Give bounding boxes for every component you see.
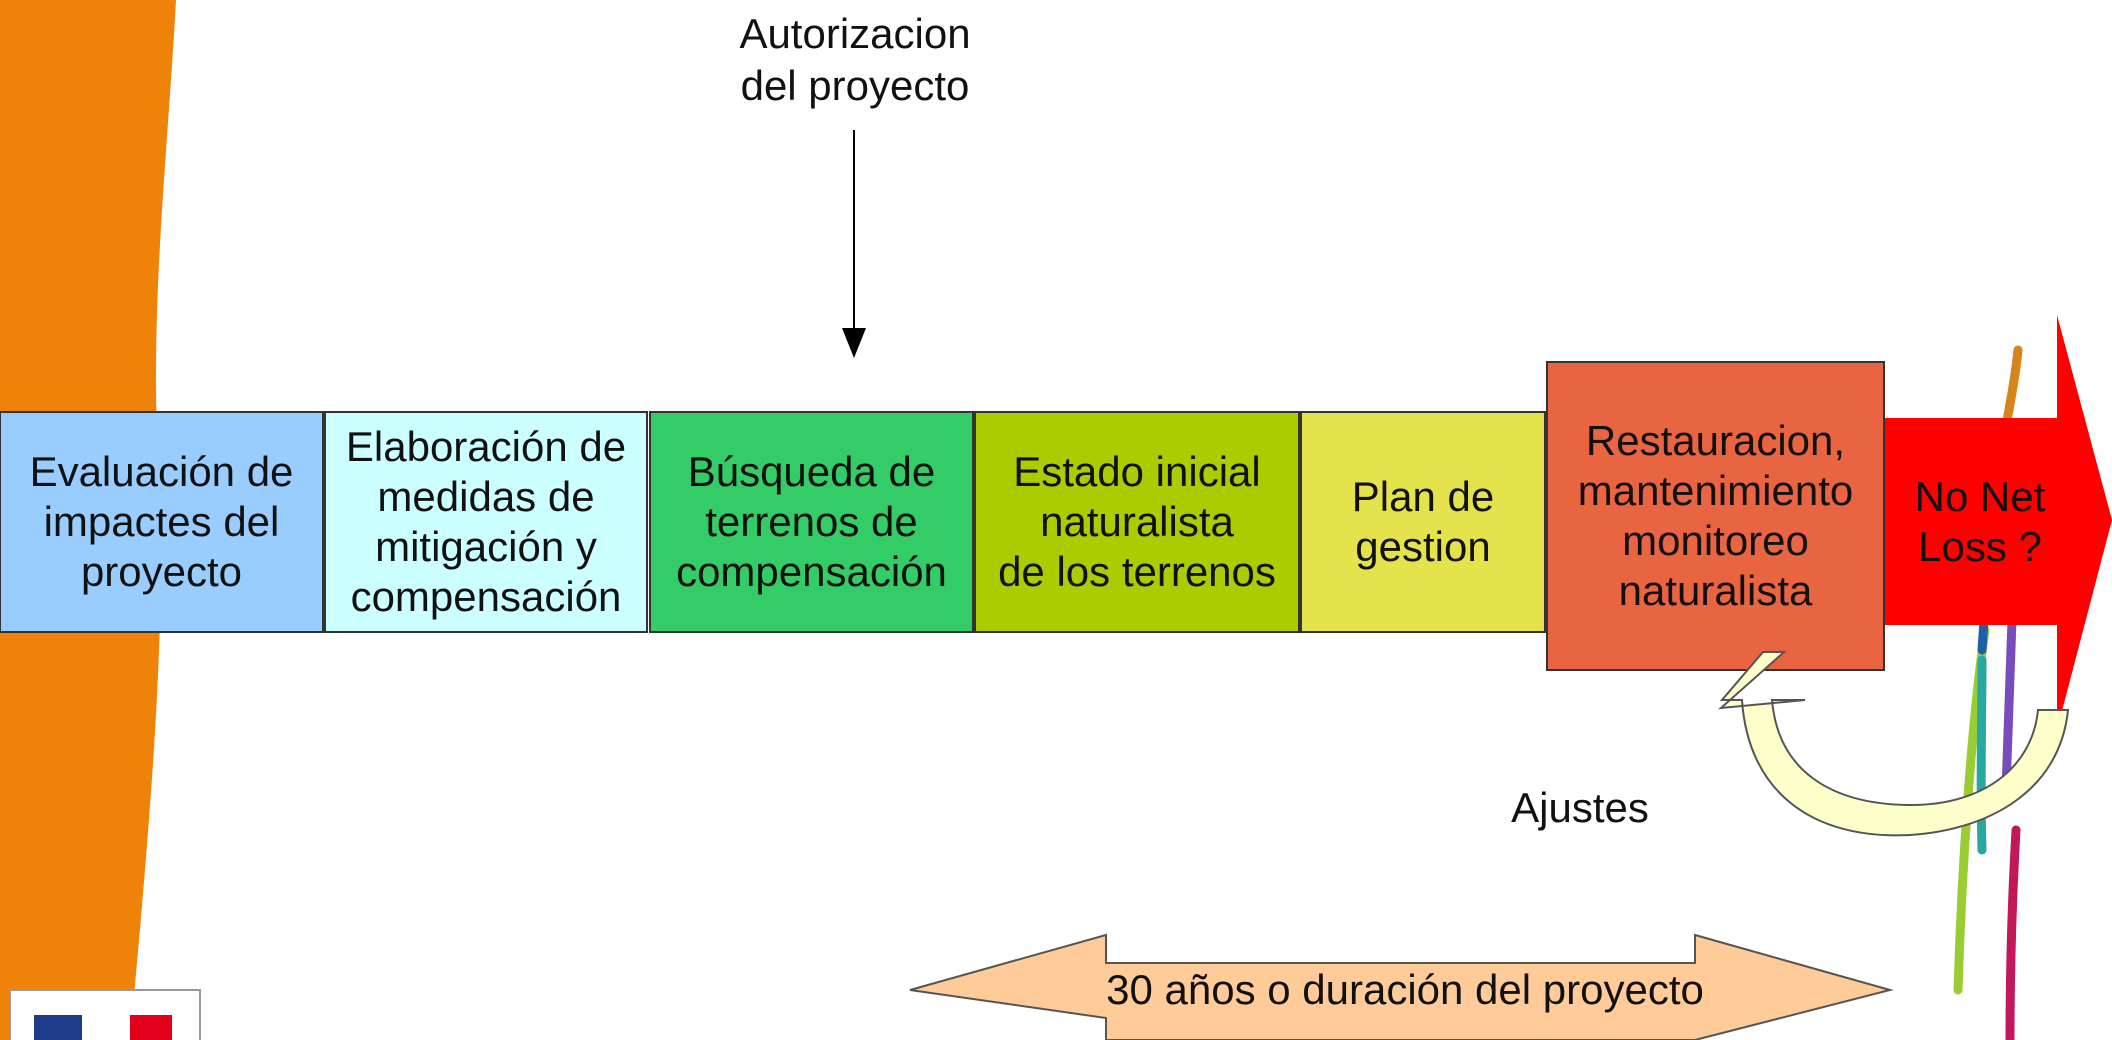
authorization-arrow-head	[842, 328, 866, 358]
logo-white	[82, 1015, 130, 1040]
step-label-plan-gestion: Plan de gestion	[1351, 473, 1495, 570]
decorative-stroke	[1976, 655, 1987, 855]
step-box-evaluacion	[0, 411, 324, 633]
step-label-estado-inicial: Estado inicial naturalista de los terren…	[998, 448, 1276, 595]
step-label-busqueda: Búsqueda de terrenos de compensación	[676, 448, 947, 595]
step-box-restauracion	[1546, 361, 1885, 671]
decorative-stroke	[2001, 615, 2017, 795]
step-box-estado-inicial	[974, 411, 1300, 633]
step-box-elaboracion	[324, 411, 648, 633]
logo-red	[130, 1015, 172, 1040]
logo-blue	[34, 1015, 82, 1040]
duration-label: 30 años o duración del proyecto	[1106, 966, 1704, 1013]
result-label: No Net Loss ?	[1914, 472, 2046, 570]
step-box-plan-gestion	[1300, 411, 1546, 633]
adjust-label: Ajustes	[1511, 784, 1649, 831]
step-box-busqueda	[649, 411, 974, 633]
ajustes-curved-arrow	[1718, 651, 2070, 837]
authorization-label: Autorizacion del proyecto	[739, 10, 971, 109]
step-label-evaluacion: Evaluación de impactes del proyecto	[29, 448, 294, 595]
duration-double-arrow	[909, 933, 1894, 1040]
step-label-restauracion: Restauracion, mantenimiento monitoreo na…	[1577, 417, 1854, 614]
step-label-elaboracion: Elaboración de medidas de mitigación y c…	[345, 423, 627, 620]
no-net-loss-arrow	[1885, 315, 2112, 730]
decorative-stroke	[2005, 825, 2021, 1040]
